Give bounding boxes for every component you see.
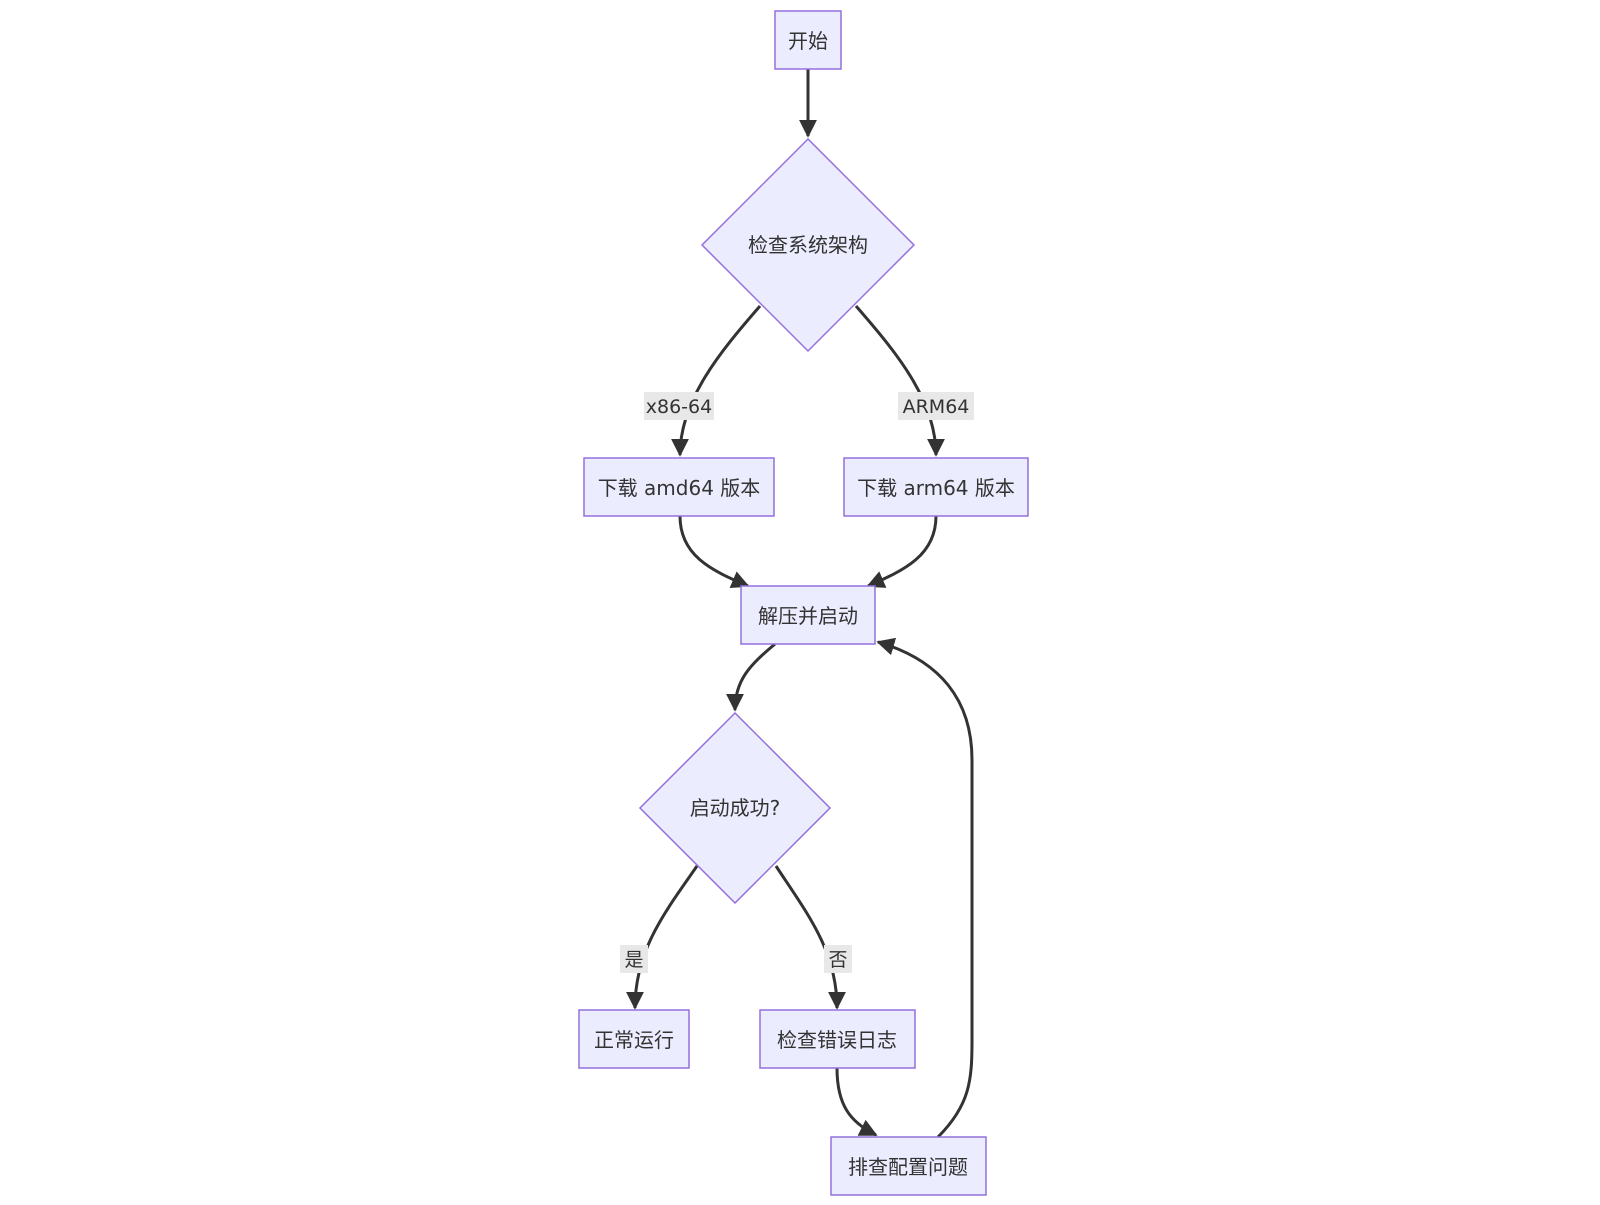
node-extract-label: 解压并启动 — [758, 604, 858, 628]
edge-label-no-bg — [824, 945, 852, 973]
node-running-box[interactable] — [578, 1009, 690, 1069]
node-check-log-label: 检查错误日志 — [777, 1028, 897, 1052]
edge-troubleshoot-to-extract — [876, 637, 974, 1139]
node-dl-amd64-box[interactable] — [583, 457, 775, 517]
edge-labels: x86-64 ARM64 是 否 — [620, 392, 974, 973]
edge-label-x86: x86-64 — [646, 396, 712, 418]
node-started-ok-diamond[interactable] — [638, 711, 832, 905]
edge-label-no: 否 — [828, 949, 847, 971]
node-running-label: 正常运行 — [594, 1028, 674, 1052]
node-troubleshoot-box[interactable] — [830, 1136, 987, 1196]
node-start-box[interactable] — [774, 10, 842, 70]
node-started-ok-label: 启动成功? — [690, 796, 781, 820]
edge-arm64-to-extract — [866, 515, 938, 588]
edge-check-log-to-troubleshoot — [835, 1067, 878, 1137]
node-start-label: 开始 — [788, 29, 828, 53]
node-troubleshoot-label: 排查配置问题 — [848, 1155, 968, 1179]
node-extract-box[interactable] — [740, 585, 876, 645]
edge-amd64-to-extract — [678, 515, 750, 589]
node-dl-arm64-label: 下载 arm64 版本 — [857, 476, 1015, 500]
edge-check-arch-to-amd64 — [671, 305, 762, 457]
edge-label-arm-bg — [898, 392, 974, 420]
node-labels: 开始 检查系统架构 下载 amd64 版本 下载 arm64 版本 解压并启动 … — [594, 29, 1015, 1179]
edge-label-x86-bg — [644, 392, 714, 420]
edge-started-ok-to-check-log — [774, 865, 846, 1010]
edge-label-arm: ARM64 — [903, 396, 970, 418]
nodes — [578, 10, 1029, 1196]
node-check-log-box[interactable] — [759, 1009, 916, 1069]
edges — [626, 69, 974, 1139]
edge-check-arch-to-arm64 — [854, 305, 945, 457]
node-check-arch-label: 检查系统架构 — [748, 233, 868, 257]
node-dl-amd64-label: 下载 amd64 版本 — [598, 476, 761, 500]
node-dl-arm64-box[interactable] — [843, 457, 1029, 517]
edge-started-ok-to-running — [626, 865, 699, 1010]
node-check-arch-diamond[interactable] — [700, 137, 916, 353]
edge-label-yes-bg — [620, 945, 648, 973]
edge-extract-to-started-ok — [726, 642, 776, 712]
edge-label-yes: 是 — [624, 949, 643, 971]
